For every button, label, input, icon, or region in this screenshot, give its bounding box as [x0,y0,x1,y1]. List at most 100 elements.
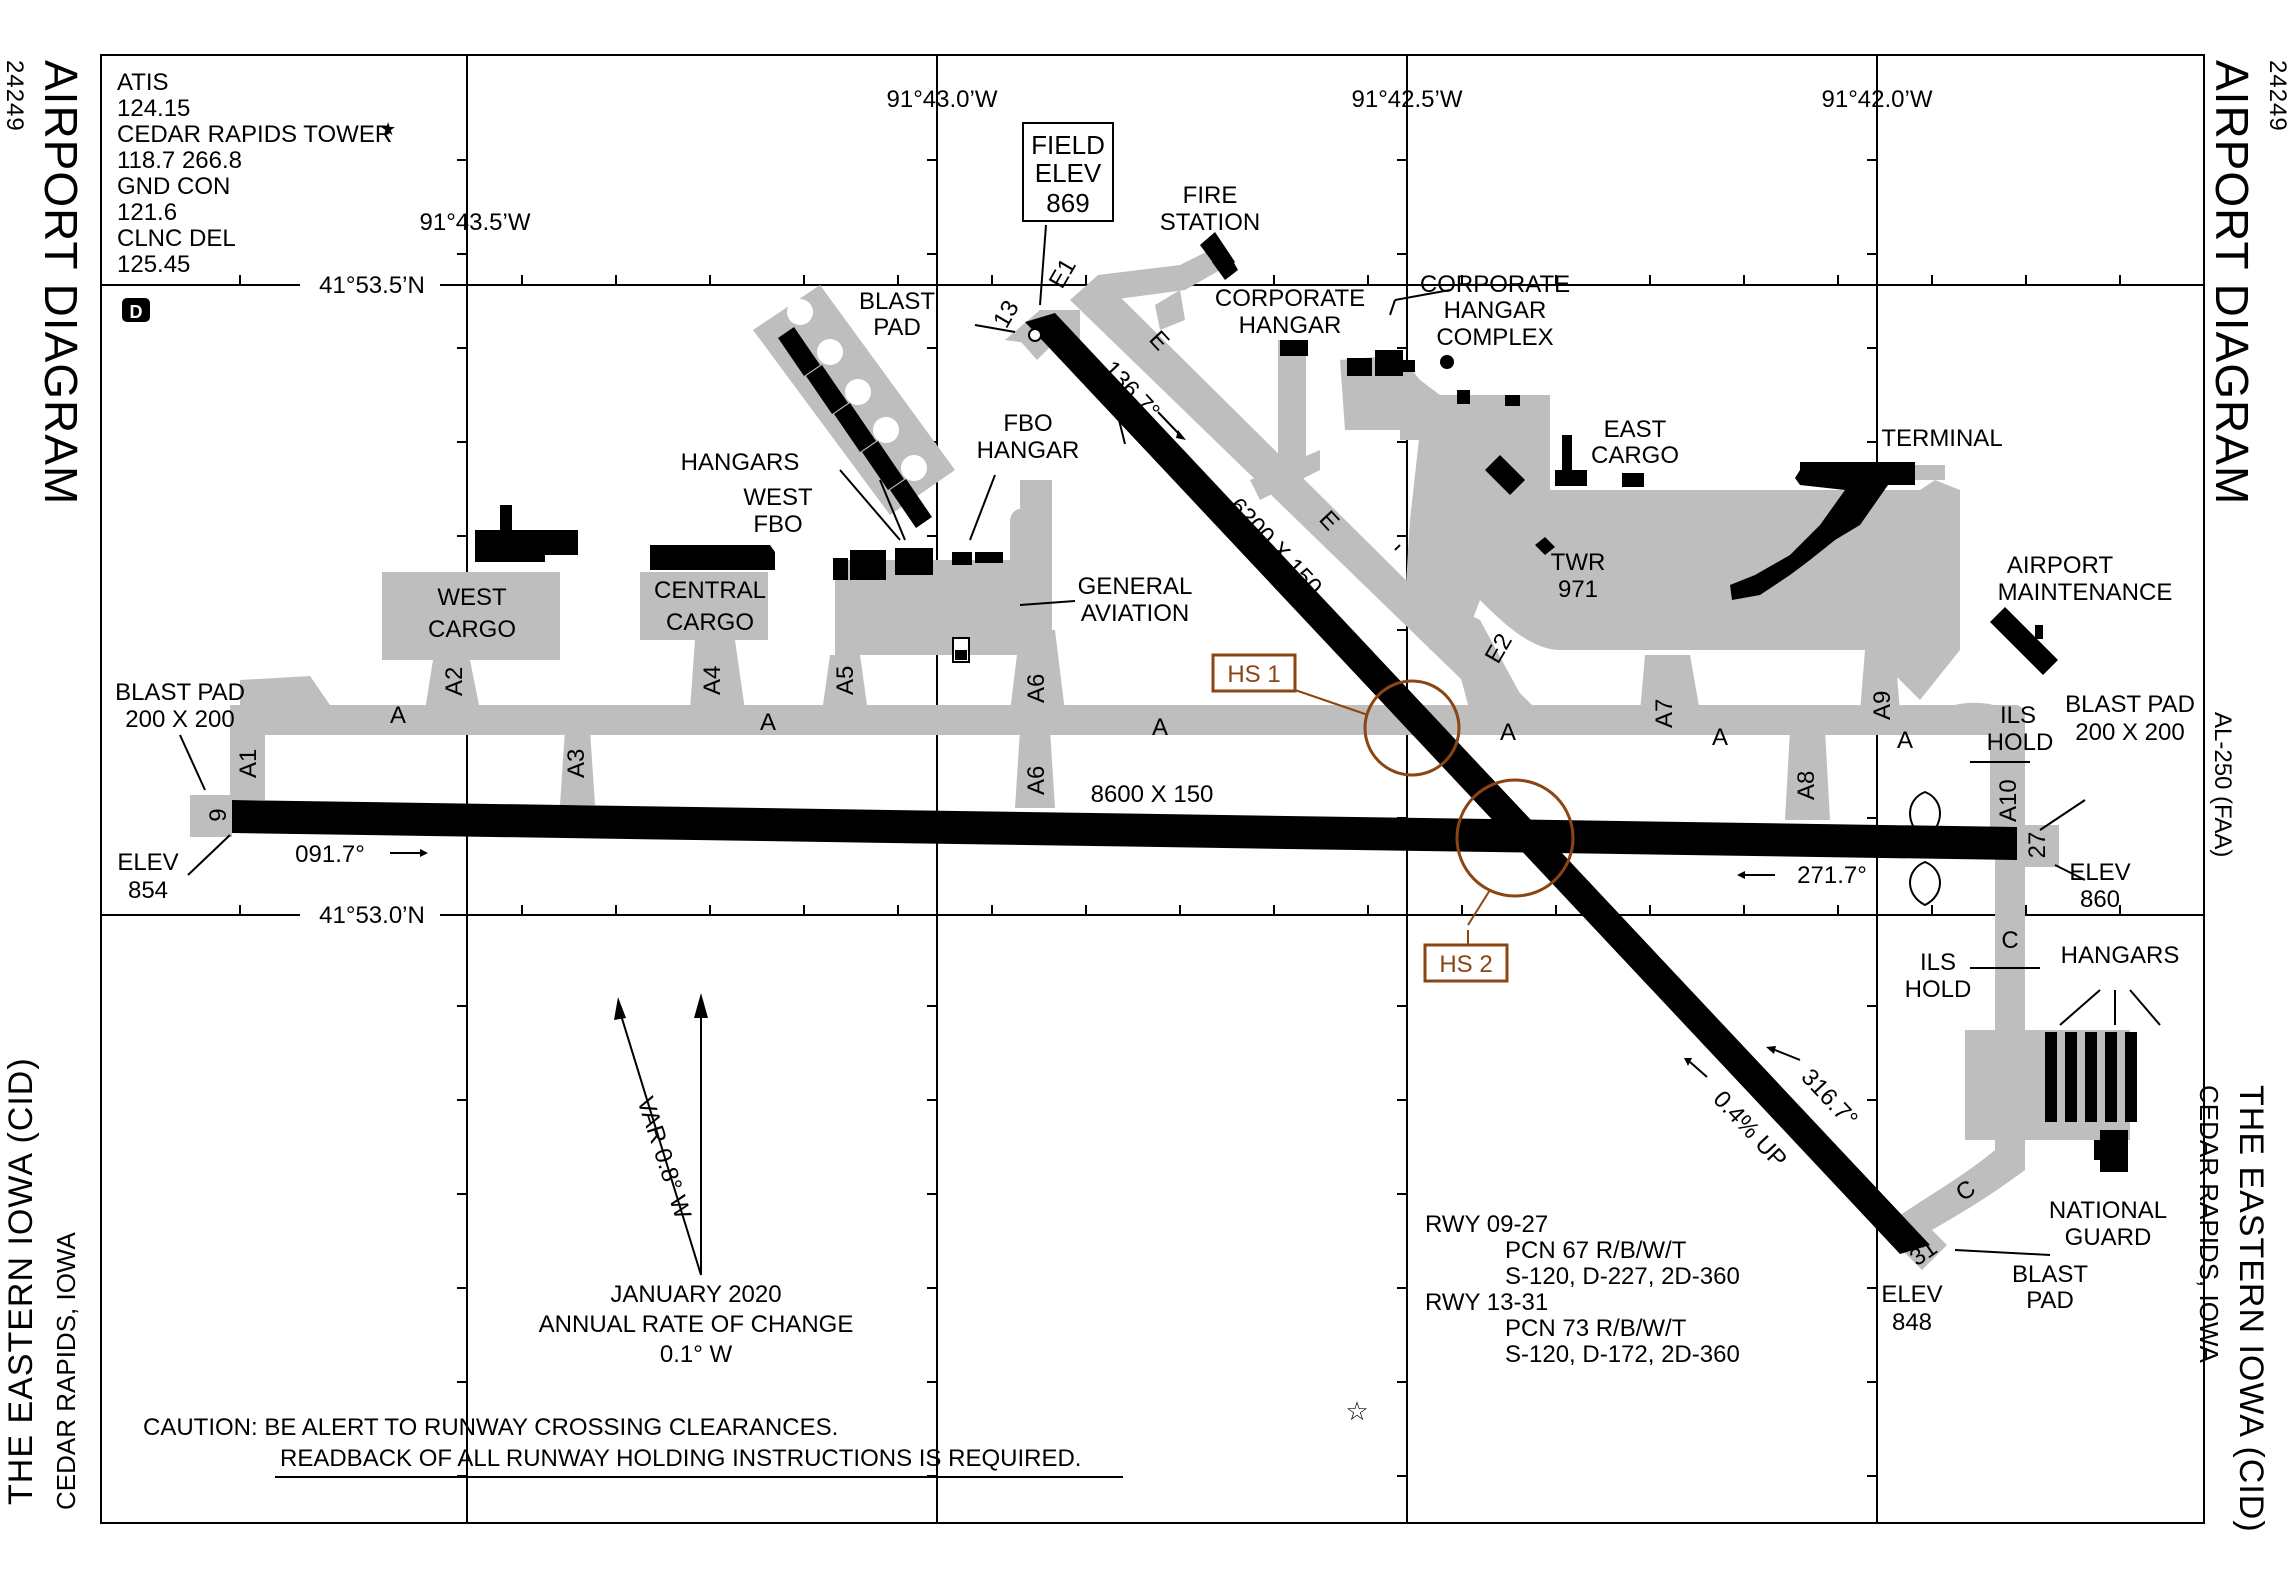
corp-complex-3: COMPLEX [1436,324,1553,351]
blast-pad-nw-1: BLAST [859,288,935,315]
heading-arrows [390,411,1801,1078]
runways [232,313,2017,1254]
gen-av-2: AVIATION [1081,600,1189,627]
national-guard-2: GUARD [2065,1224,2152,1251]
chart-number-left: 24249 [1,60,28,132]
rwy-data-1: RWY 09-27 [1425,1211,1548,1238]
gnd-freq: 121.6 [117,199,177,226]
rwy-27-heading: 271.7° [1797,862,1867,889]
taxiway-a6-label: A6 [1023,674,1050,703]
facility-labels: BLAST PAD 200 X 200 BLAST PAD 200 X 200 … [115,182,2195,1314]
west-cargo-2: CARGO [428,616,516,643]
hot-spot-2-circle [1455,778,1575,898]
al-number: AL-250 (FAA) [2209,712,2236,857]
blast-pad-nw-2: PAD [873,314,921,341]
ils-hold-2: HOLD [1987,729,2054,756]
field-elev-line1: FIELD [1031,130,1105,160]
tower-star-icon: ★ [380,119,396,139]
tower-label: CEDAR RAPIDS TOWER [117,121,392,148]
taxiway-a-label: A [1897,727,1913,754]
central-cargo-1: CENTRAL [654,577,766,604]
fire-station-2: STATION [1160,209,1260,236]
hot-spot-2-box [1423,943,1509,983]
fbo-hangar-1: FBO [1003,410,1052,437]
hot-spot-1-circle [1363,679,1461,777]
rwy-9-heading: 091.7° [295,841,365,868]
fire-station-1: FIRE [1183,182,1238,209]
rwy-data-1-s: S-120, D-227, 2D-360 [1505,1263,1740,1290]
hot-spot-2-label: HS 2 [1439,951,1492,978]
fbo-hangar-2: HANGAR [977,437,1080,464]
airport-city-left: CEDAR RAPIDS, IOWA [51,1231,81,1510]
d-atis-icon [122,298,150,322]
lat-label-2: 41°53.0’N [319,902,425,929]
lon-label-4: 91°42.0’W [1822,86,1933,113]
ils-hold-south-1: ILS [1920,949,1956,976]
blast-pad-se-2: PAD [2026,1287,2074,1314]
blast-pad-east-dims: 200 X 200 [2075,719,2184,746]
blast-pad-west-dims: 200 X 200 [125,706,234,733]
mag-rate-label: ANNUAL RATE OF CHANGE [539,1311,854,1338]
rwy-data-2-pcn: PCN 73 R/B/W/T [1505,1315,1687,1342]
taxiway-a-label: A [390,702,406,729]
atis-label: ATIS [117,69,169,96]
elev-se-label: ELEV [1881,1281,1942,1308]
rwy-27-label: 27 [2024,832,2051,859]
frequency-block: ATIS 124.15 CEDAR RAPIDS TOWER ★ 118.7 2… [117,69,396,322]
buildings [475,232,2137,1172]
rwy-13-label: 13 [988,296,1025,333]
lat-label-1: 41°53.5’N [319,272,425,299]
lon-label-1: 91°43.5’W [420,209,531,236]
taxiway-a9-label: A9 [1869,691,1896,720]
taxiway-a7-label: A7 [1651,699,1678,728]
chart-frame [100,54,2205,1524]
taxiway-a10-label: A10 [1995,779,2022,822]
hot-spot-1-box [1211,653,1297,693]
clnc-freq: 125.45 [117,251,190,278]
airport-city-right: CEDAR RAPIDS, IOWA [2194,1085,2224,1364]
taxiway-a3-label: A3 [563,749,590,778]
runway-data-block: RWY 09-27 PCN 67 R/B/W/T S-120, D-227, 2… [1425,1211,1740,1368]
national-guard-1: NATIONAL [2049,1197,2167,1224]
blast-pad-east-label: BLAST PAD [2065,691,2195,718]
runway-09-27 [232,800,2017,860]
taxiway-a-label: A [1712,724,1728,751]
runway-13-31 [1025,313,1930,1254]
east-cargo-2: CARGO [1591,442,1679,469]
var-label: VAR 0.8° W [631,1094,696,1223]
gen-av-1: GENERAL [1078,573,1193,600]
west-cargo-1: WEST [437,584,507,611]
lon-label-2: 91°43.0’W [887,86,998,113]
rwy-data-2: RWY 13-31 [1425,1289,1548,1316]
chart-title-right: AIRPORT DIAGRAM [2206,60,2258,505]
hangars-se-label: HANGARS [2061,942,2180,969]
graticule [100,54,2205,1524]
taxiway-a-label: A [1500,719,1516,746]
mag-rate: 0.1° W [660,1341,733,1368]
taxiway-a2-label: A2 [441,667,468,696]
gnd-label: GND CON [117,173,230,200]
corp-complex-1: CORPORATE [1420,271,1570,298]
blast-pad-se-1: BLAST [2012,1261,2088,1288]
taxiway-a4-label: A4 [699,666,726,695]
taxiway-e1-label: E1 [1044,254,1082,293]
taxiway-a5-label: A5 [832,666,859,695]
magnetic-north-arrow-icon [614,997,626,1020]
field-elev-value: 869 [1046,188,1089,218]
leader-lines [179,224,2161,1256]
rwy-9-label: 9 [205,808,232,821]
rwy-13-threshold-marker [1028,328,1042,342]
elev-east-value: 860 [2080,886,2120,913]
west-fbo-1: WEST [743,484,813,511]
caution-line-1: CAUTION: BE ALERT TO RUNWAY CROSSING CLE… [143,1414,838,1441]
atis-freq: 124.15 [117,95,190,122]
field-elev-line2: ELEV [1035,158,1102,188]
taxiway-a8-label: A8 [1793,771,1820,800]
west-fbo-2: FBO [753,511,802,538]
d-atis-letter: D [130,302,143,322]
hangars-label: HANGARS [681,449,800,476]
corp-complex-2: HANGAR [1444,297,1547,324]
blast-pad-west-label: BLAST PAD [115,679,245,706]
taxiway-c-label: C [2001,927,2018,954]
